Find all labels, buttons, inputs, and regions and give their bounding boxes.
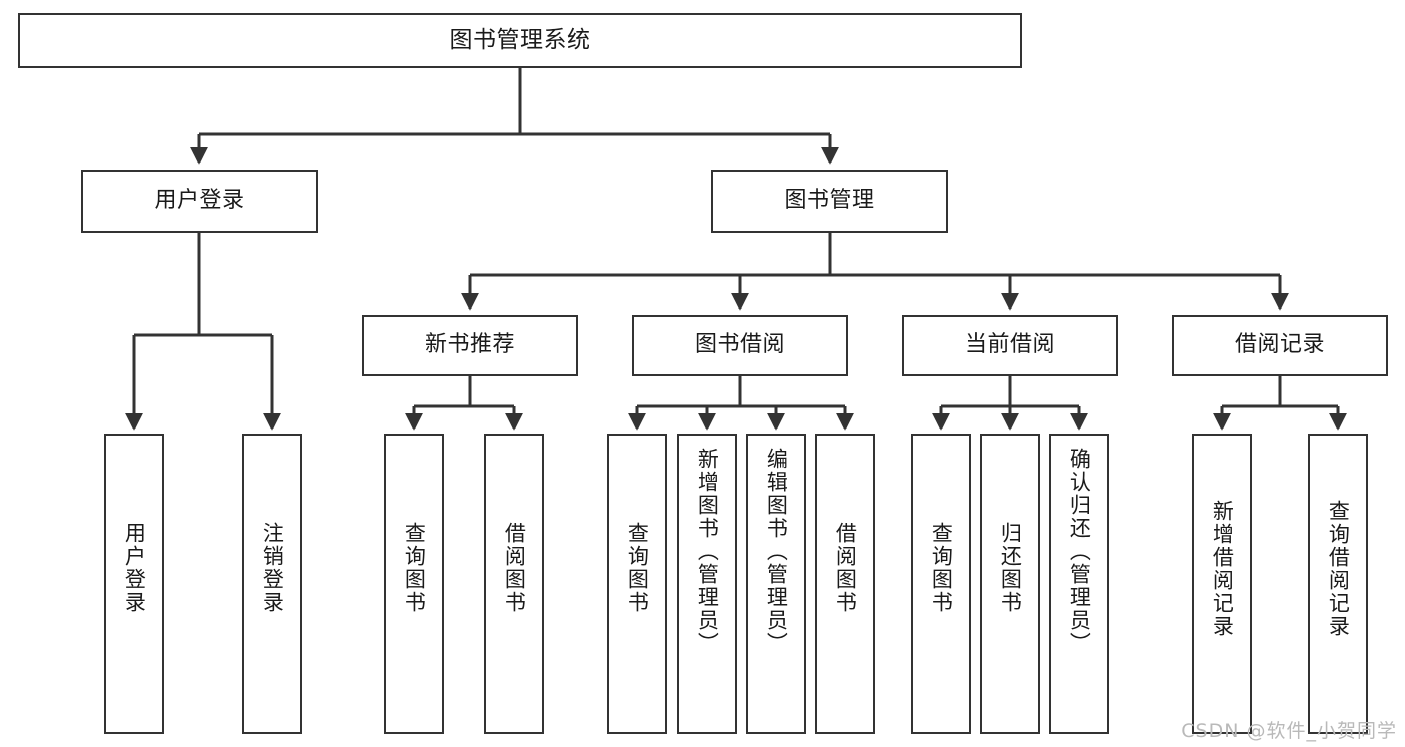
- node-book-borrow-label: 图书借阅: [694, 332, 785, 358]
- leaf-query-borrow-record-label: 查询借阅记录: [1326, 500, 1351, 638]
- node-user-login-label: 用户登录: [154, 188, 245, 214]
- node-current-borrow-label: 当前借阅: [964, 332, 1055, 358]
- node-borrow-record[interactable]: 借阅记录: [1172, 315, 1388, 376]
- watermark-text: CSDN @软件_小贺同学: [1181, 720, 1397, 742]
- leaf-borrow-query-book[interactable]: 查询图书: [607, 434, 667, 734]
- leaf-add-book-admin-label: 新增图书（管理员）: [695, 448, 720, 655]
- node-current-borrow[interactable]: 当前借阅: [902, 315, 1118, 376]
- leaf-logout-label: 注销登录: [260, 522, 285, 614]
- node-book-management[interactable]: 图书管理: [711, 170, 948, 233]
- leaf-return-book-label: 归还图书: [998, 522, 1023, 614]
- node-new-book-recommend[interactable]: 新书推荐: [362, 315, 578, 376]
- leaf-borrow-book[interactable]: 借阅图书: [815, 434, 875, 734]
- leaf-borrow-query-book-label: 查询图书: [625, 522, 650, 614]
- leaf-add-borrow-record[interactable]: 新增借阅记录: [1192, 434, 1252, 734]
- leaf-current-query-book[interactable]: 查询图书: [911, 434, 971, 734]
- leaf-borrow-book-label: 借阅图书: [833, 522, 858, 614]
- node-new-book-recommend-label: 新书推荐: [424, 332, 515, 358]
- node-book-borrow[interactable]: 图书借阅: [632, 315, 848, 376]
- leaf-add-book-admin[interactable]: 新增图书（管理员）: [677, 434, 737, 734]
- leaf-current-query-book-label: 查询图书: [929, 522, 954, 614]
- leaf-logout[interactable]: 注销登录: [242, 434, 302, 734]
- leaf-recommend-query-book-label: 查询图书: [402, 522, 427, 614]
- leaf-recommend-borrow-book[interactable]: 借阅图书: [484, 434, 544, 734]
- leaf-query-borrow-record[interactable]: 查询借阅记录: [1308, 434, 1368, 734]
- leaf-confirm-return-admin-label: 确认归还（管理员）: [1067, 448, 1092, 655]
- leaf-recommend-query-book[interactable]: 查询图书: [384, 434, 444, 734]
- node-book-management-label: 图书管理: [784, 188, 875, 214]
- leaf-add-borrow-record-label: 新增借阅记录: [1210, 500, 1235, 638]
- leaf-return-book[interactable]: 归还图书: [980, 434, 1040, 734]
- node-root[interactable]: 图书管理系统: [18, 13, 1022, 68]
- node-root-label: 图书管理系统: [449, 26, 591, 53]
- leaf-user-login-label: 用户登录: [122, 522, 147, 614]
- leaf-recommend-borrow-book-label: 借阅图书: [502, 522, 527, 614]
- node-user-login[interactable]: 用户登录: [81, 170, 318, 233]
- node-borrow-record-label: 借阅记录: [1234, 332, 1325, 358]
- leaf-user-login[interactable]: 用户登录: [104, 434, 164, 734]
- leaf-edit-book-admin[interactable]: 编辑图书（管理员）: [746, 434, 806, 734]
- leaf-edit-book-admin-label: 编辑图书（管理员）: [764, 448, 789, 655]
- leaf-confirm-return-admin[interactable]: 确认归还（管理员）: [1049, 434, 1109, 734]
